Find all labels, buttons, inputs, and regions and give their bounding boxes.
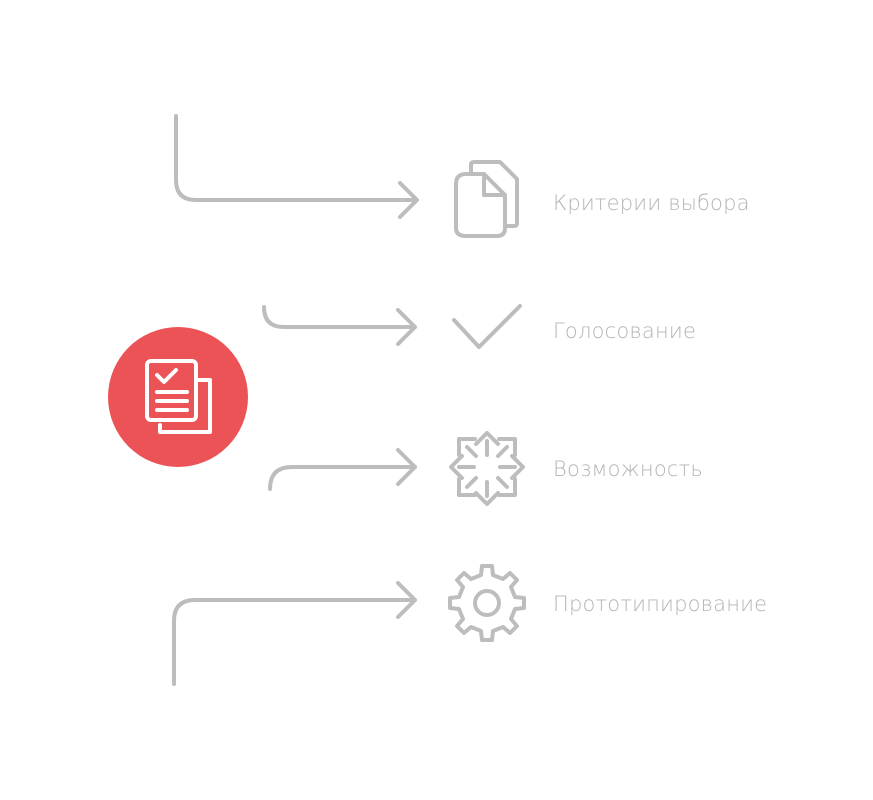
document-check-icon — [145, 359, 212, 434]
step-label-voting: Голосование — [553, 319, 697, 343]
connector-arrowhead-4 — [396, 581, 417, 619]
connector-arrowhead-3 — [396, 448, 417, 486]
connector-arrowhead-2 — [396, 308, 417, 346]
documents-icon — [454, 160, 519, 238]
connector-line-3 — [268, 465, 417, 491]
connector-line-4 — [172, 598, 417, 686]
step-label-prototyping: Прототипирование — [553, 592, 768, 616]
connector-line-2 — [262, 305, 417, 329]
step-label-criteria: Критерии выбора — [553, 191, 750, 215]
gear-icon — [448, 564, 526, 642]
arrows-expand-icon — [449, 431, 525, 506]
connector-arrowhead-1 — [398, 181, 419, 219]
connector-line-1 — [174, 114, 418, 202]
step-label-opportunity: Возможность — [553, 457, 703, 481]
checkmark-icon — [452, 304, 522, 349]
hub-node — [108, 327, 248, 467]
